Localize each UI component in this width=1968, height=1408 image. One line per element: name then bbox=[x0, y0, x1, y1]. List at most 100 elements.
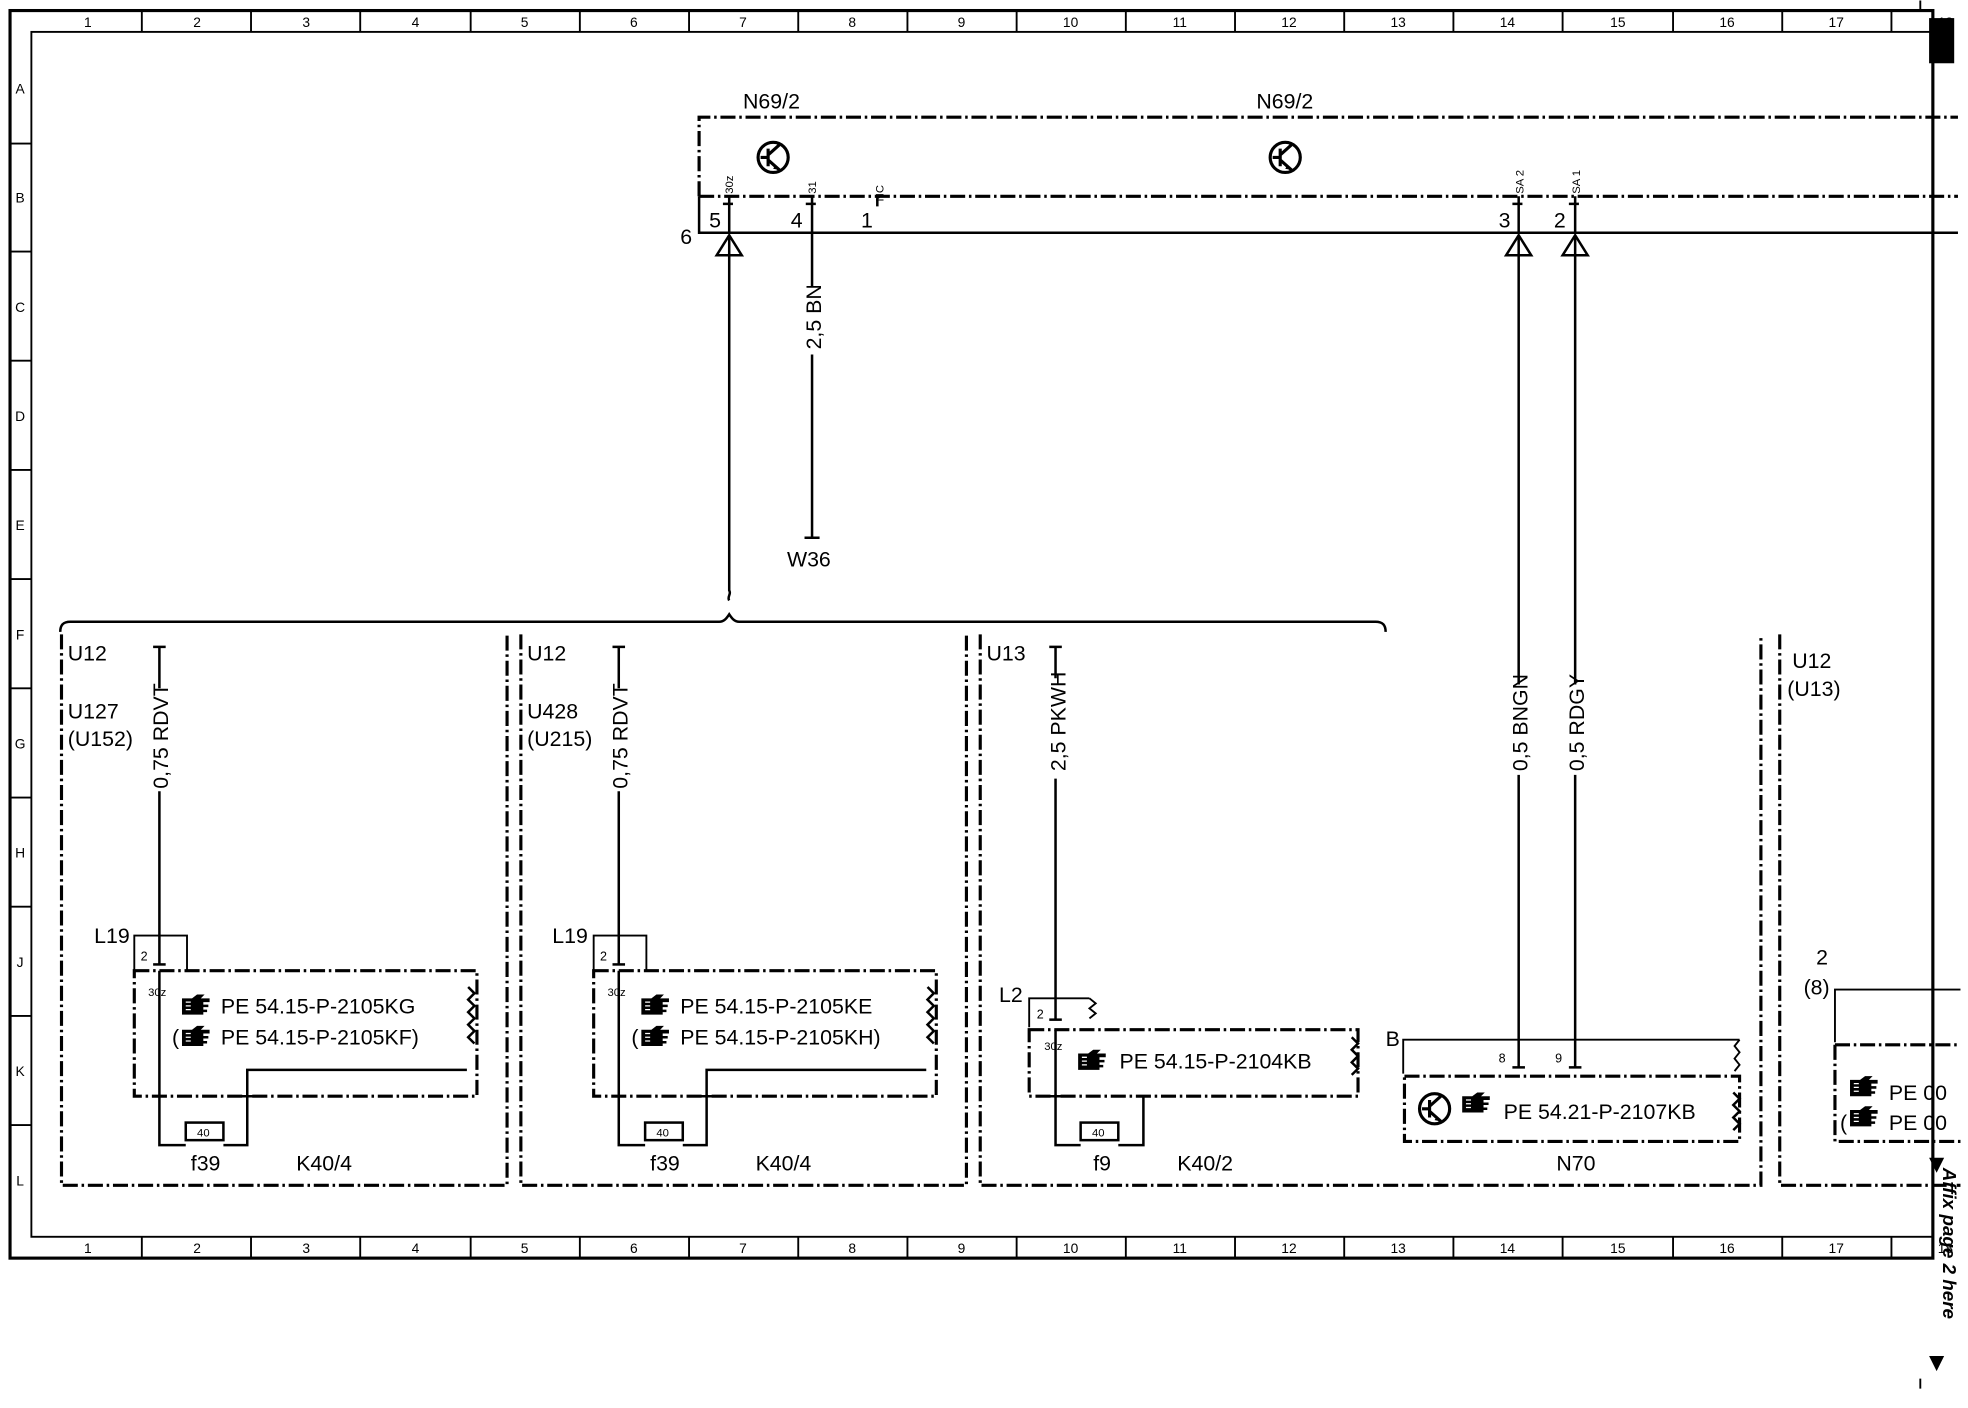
module-label: N70 bbox=[1556, 1151, 1595, 1175]
wire-label-rdgy: 0,5 RDGY bbox=[1565, 674, 1589, 771]
col-label: 10 bbox=[1063, 1241, 1079, 1256]
col-label: 17 bbox=[1829, 1241, 1844, 1256]
fuse-label: f9 bbox=[1093, 1151, 1111, 1175]
reference-hand-icon bbox=[640, 993, 670, 1016]
reference-text: PE 54.15-P-2104KB bbox=[1120, 1050, 1312, 1074]
sub-variant-label: (U215) bbox=[527, 727, 592, 751]
reference-hand-icon bbox=[181, 993, 211, 1016]
col-label: 6 bbox=[630, 1241, 638, 1256]
col-label: 1 bbox=[84, 15, 92, 30]
panel-u12-u428: U12 U428 (U215) 0,75 RDVT L19 2 30z PE 5… bbox=[519, 634, 968, 1187]
row-label: E bbox=[15, 518, 24, 533]
pin-label: 30z bbox=[148, 987, 167, 999]
sub-variant-label: U428 bbox=[527, 699, 578, 723]
pin-label: (8) bbox=[1804, 976, 1830, 1000]
connector-label: L2 bbox=[999, 983, 1023, 1007]
col-label: 1 bbox=[84, 1241, 92, 1256]
col-label: 3 bbox=[302, 1241, 310, 1256]
reference-hand-icon bbox=[1849, 1075, 1879, 1097]
panel-right-partial: U12 (U13) 2 (8) PE 00 ( PE 00 bbox=[1778, 634, 1961, 1187]
col-label: 8 bbox=[848, 15, 856, 30]
variant-label: U12 bbox=[1792, 649, 1831, 673]
reference-hand-icon bbox=[1849, 1105, 1879, 1127]
col-label: 13 bbox=[1391, 15, 1407, 30]
col-label: 12 bbox=[1281, 1241, 1296, 1256]
paren-open: ( bbox=[631, 1026, 638, 1050]
relay-coil-icon bbox=[1731, 1091, 1742, 1131]
row-label: A bbox=[15, 81, 25, 96]
pin-label: 30z bbox=[607, 987, 626, 999]
wire-label-bngn: 0,5 BNGN bbox=[1508, 674, 1532, 771]
reference-text: PE 54.15-P-2105KF) bbox=[221, 1026, 419, 1050]
fuse-label: f39 bbox=[650, 1151, 680, 1175]
ground-label: W36 bbox=[787, 548, 831, 572]
col-label: 4 bbox=[412, 15, 420, 30]
col-label: 4 bbox=[412, 1241, 420, 1256]
wire-ground: 2,5 BN W36 bbox=[787, 233, 831, 572]
corner-block bbox=[1929, 18, 1955, 64]
variant-label: U12 bbox=[68, 642, 107, 666]
transistor-icon bbox=[756, 140, 790, 175]
panel-u12-u127: U12 U127 (U152) 0,75 RDVT L19 2 30z PE 5… bbox=[59, 634, 509, 1187]
col-label: 9 bbox=[958, 15, 966, 30]
variant-label: U12 bbox=[527, 642, 566, 666]
col-label: 16 bbox=[1719, 15, 1735, 30]
row-label: L bbox=[16, 1173, 24, 1188]
reference-hand-icon bbox=[181, 1025, 211, 1047]
col-label: 2 bbox=[193, 15, 201, 30]
relay-coil-icon bbox=[926, 985, 936, 1045]
col-label: 6 bbox=[630, 15, 638, 30]
col-label: 9 bbox=[958, 1241, 966, 1256]
module-label-right: N69/2 bbox=[1256, 89, 1313, 113]
row-label: C bbox=[15, 300, 25, 315]
col-label: 15 bbox=[1610, 15, 1626, 30]
paren-open: ( bbox=[1840, 1111, 1847, 1135]
reference-text: PE 54.15-P-2105KG bbox=[221, 994, 415, 1018]
pin-label: 30z bbox=[1044, 1041, 1063, 1053]
row-label: G bbox=[15, 737, 26, 752]
variant-label: (U13) bbox=[1787, 677, 1840, 701]
side-note: Affix page 2 here bbox=[1929, 1157, 1960, 1372]
row-label: D bbox=[15, 409, 25, 424]
row-ticks bbox=[10, 142, 32, 1127]
col-label: 14 bbox=[1500, 1241, 1516, 1256]
col-label: 11 bbox=[1173, 1241, 1187, 1256]
row-label: H bbox=[15, 846, 25, 861]
reference-text: PE 00 bbox=[1889, 1111, 1947, 1135]
col-label: 18 bbox=[1938, 1241, 1954, 1256]
reference-text: PE 54.15-P-2105KH) bbox=[680, 1026, 880, 1050]
reference-hand-icon bbox=[640, 1025, 670, 1047]
pin-label-sa1: SA 1 bbox=[1571, 170, 1583, 194]
col-label: 7 bbox=[739, 1241, 747, 1256]
relay-coil-icon bbox=[466, 985, 476, 1045]
border-frame: 1 2 3 4 5 6 7 8 9 10 11 12 13 14 15 16 1… bbox=[8, 0, 1955, 1389]
row-label: B bbox=[15, 191, 24, 206]
pin-number: 1 bbox=[861, 209, 873, 233]
transistor-icon bbox=[1417, 1092, 1452, 1126]
wire-label: 0,75 RDVT bbox=[609, 683, 633, 788]
reference-text: PE 54.15-P-2105KE bbox=[680, 994, 872, 1018]
connector-label: L19 bbox=[552, 924, 588, 948]
fuse-value: 40 bbox=[197, 1127, 210, 1139]
paren-open: ( bbox=[172, 1026, 179, 1050]
sub-variant-label: U127 bbox=[68, 699, 119, 723]
pin-number: 9 bbox=[1555, 1051, 1562, 1065]
column-labels-top: 1 2 3 4 5 6 7 8 9 10 11 12 13 14 15 16 1… bbox=[84, 15, 1953, 30]
panel-u13: U13 2,5 PKWH L2 2 30z PE 54.15-P-2104KB … bbox=[978, 634, 1763, 1187]
col-label: 5 bbox=[521, 15, 529, 30]
pin-label-31: 31 bbox=[807, 181, 819, 194]
pin-number: 8 bbox=[1499, 1051, 1506, 1065]
pin-number: 2 bbox=[600, 950, 607, 964]
wire-label-bn: 2,5 BN bbox=[802, 284, 826, 349]
pin-number: 2 bbox=[1037, 1007, 1044, 1021]
col-label: 15 bbox=[1610, 1241, 1626, 1256]
column-labels-bottom: 1 2 3 4 5 6 7 8 9 10 11 12 13 14 15 16 1… bbox=[84, 1241, 1953, 1256]
module-n69-2: N69/2 N69/2 30z 31 NC SA 2 SA 1 6 5 4 1 … bbox=[680, 89, 1958, 249]
relay-label: K40/4 bbox=[756, 1151, 812, 1175]
fuse-label: f39 bbox=[191, 1151, 221, 1175]
col-label: 13 bbox=[1391, 1241, 1407, 1256]
pin-label-sa2: SA 2 bbox=[1515, 170, 1527, 194]
row-label: J bbox=[17, 955, 24, 970]
pin-number: 2 bbox=[1816, 945, 1828, 969]
